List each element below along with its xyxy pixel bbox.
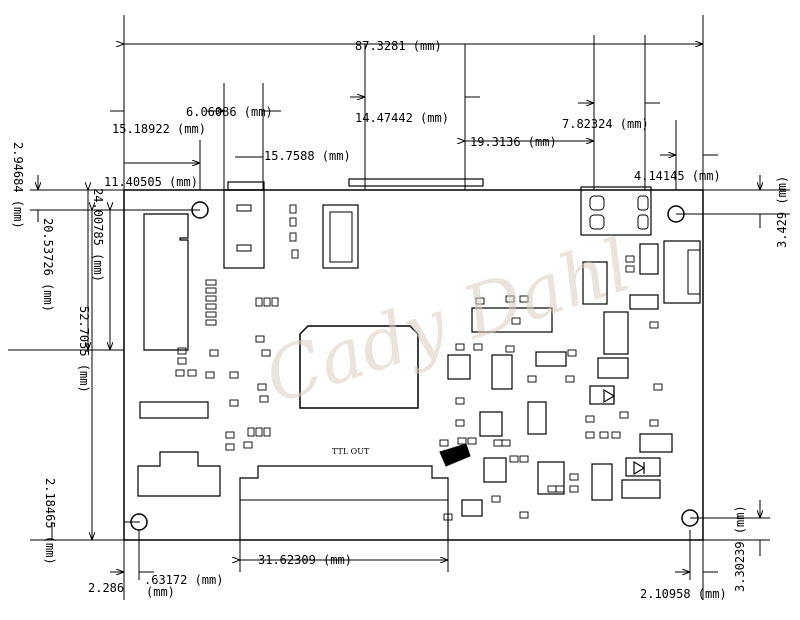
pcb-board bbox=[123, 178, 704, 541]
dim-2-18465: 2.18465 (mm) bbox=[43, 478, 57, 565]
ttl-out-label: TTL OUT bbox=[332, 447, 370, 456]
black-component bbox=[439, 443, 471, 467]
top-connector-1-body bbox=[223, 189, 265, 269]
left-connector bbox=[143, 213, 189, 351]
dim-6-06086: 6.06086 (mm) bbox=[186, 105, 273, 119]
dim-20-53726: 20.53726 (mm) bbox=[41, 218, 55, 312]
fpc-socket bbox=[322, 204, 359, 269]
dim-3-30239: 3.30239 (mm) bbox=[733, 505, 747, 592]
dim-4-14145: 4.14145 (mm) bbox=[634, 169, 721, 183]
ttl-out-connector bbox=[239, 465, 449, 540]
dimension-lines bbox=[38, 44, 760, 572]
dim-15-18922: 15.18922 (mm) bbox=[112, 122, 206, 136]
main-chip bbox=[299, 325, 419, 409]
dim-7-82324: 7.82324 (mm) bbox=[562, 117, 649, 131]
dim-3-429: 3.429 (mm) bbox=[775, 176, 789, 248]
dim-63172: .63172 (mm) bbox=[144, 573, 223, 587]
dim-overall-width: 87.3281 (mm) bbox=[355, 39, 442, 53]
passive-components bbox=[175, 204, 663, 521]
mounting-hole-top-left bbox=[191, 201, 209, 219]
dim-11-40505: 11.40505 (mm) bbox=[104, 175, 198, 189]
dim-14-47442: 14.47442 (mm) bbox=[355, 111, 449, 125]
dim-31-62309: 31.62309 (mm) bbox=[258, 553, 352, 567]
usb-port bbox=[580, 186, 652, 236]
dim-2-286: 2.286 bbox=[88, 581, 124, 595]
resistor-array bbox=[471, 307, 553, 333]
diodes bbox=[603, 388, 646, 476]
mounting-hole-bottom-right bbox=[681, 509, 699, 527]
dim-19-3136: 19.3136 (mm) bbox=[470, 135, 557, 149]
dim-2-10958: 2.10958 (mm) bbox=[640, 587, 727, 601]
top-connector-1 bbox=[227, 181, 265, 191]
mounting-hole-bottom-left bbox=[130, 513, 148, 531]
dim-2-94684: 2.94684 (mm) bbox=[11, 142, 25, 229]
dim-24-00785: 24.00785 (mm) bbox=[91, 188, 105, 282]
dim-52-7055: 52.7055 (mm) bbox=[77, 306, 91, 393]
bottom-left-connector bbox=[137, 451, 221, 497]
mounting-hole-top-right bbox=[667, 205, 685, 223]
board-outline bbox=[123, 189, 704, 541]
watermark: Cady Dahl bbox=[255, 223, 640, 420]
dim-mm-small: (mm) bbox=[146, 585, 175, 599]
fpc-header bbox=[348, 178, 484, 187]
dim-15-7588: 15.7588 (mm) bbox=[264, 149, 351, 163]
